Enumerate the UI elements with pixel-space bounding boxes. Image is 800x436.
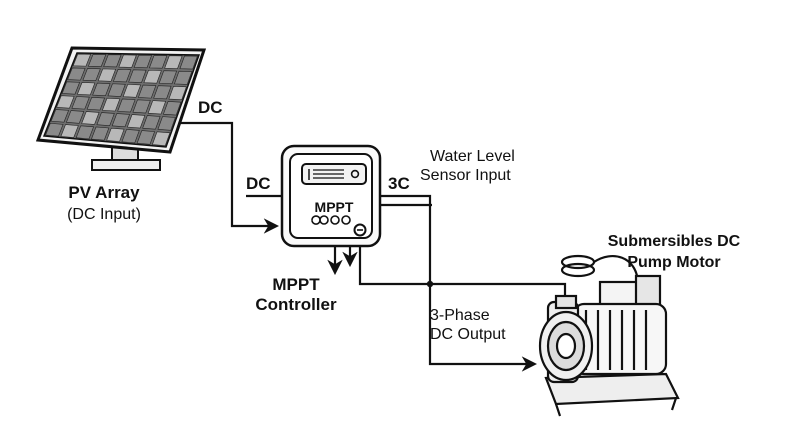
- pv-array-subtitle: (DC Input): [67, 206, 141, 223]
- solar-panel-icon: [35, 46, 207, 171]
- solar-cell: [136, 130, 156, 145]
- solar-cell: [103, 54, 122, 68]
- solar-cell: [147, 100, 167, 115]
- solar-cell: [142, 115, 161, 130]
- solar-cell: [112, 69, 132, 83]
- solar-cell: [75, 125, 95, 140]
- label-3c: 3C: [388, 174, 410, 193]
- solar-cell: [168, 85, 187, 101]
- solar-cell: [151, 131, 171, 146]
- solar-cell: [90, 126, 110, 141]
- solar-cell: [126, 114, 146, 129]
- solar-cell: [173, 70, 193, 85]
- solar-cell: [71, 96, 90, 110]
- solar-cell: [118, 54, 137, 68]
- solar-cell: [157, 116, 176, 131]
- wire-3c: [380, 194, 432, 284]
- indicator-leds: [311, 215, 351, 225]
- solar-cell: [60, 124, 79, 138]
- solar-cell: [86, 97, 106, 111]
- water-level-line1: Water Level: [430, 148, 515, 165]
- solar-cell: [101, 97, 121, 112]
- solar-cell: [128, 69, 147, 83]
- wire-pv-to-controller: [180, 121, 280, 234]
- solar-cell: [65, 110, 85, 124]
- solar-cell: [82, 68, 101, 82]
- solar-cell: [50, 109, 70, 123]
- pump-label-line2: Pump Motor: [627, 254, 720, 271]
- solar-cell: [107, 83, 126, 97]
- solar-cell: [87, 54, 107, 67]
- solar-cell: [67, 67, 86, 81]
- solar-cell: [137, 84, 157, 99]
- solar-cell: [122, 84, 142, 98]
- output-label-line1: 3-Phase: [430, 307, 490, 324]
- wire-socket-to-junction: [358, 232, 430, 286]
- solar-cell: [45, 123, 64, 137]
- junction-dot: [426, 280, 434, 288]
- solar-cell: [132, 99, 151, 114]
- controller-face-label: MPPT: [315, 199, 354, 215]
- solar-cell: [153, 85, 172, 100]
- solar-cell: [111, 113, 131, 128]
- solar-cell: [96, 112, 115, 126]
- solar-cell: [56, 95, 75, 109]
- solar-cell: [179, 55, 198, 70]
- solar-cell: [76, 82, 96, 96]
- solar-cell: [97, 68, 117, 82]
- solar-cell: [164, 55, 183, 69]
- solar-cell: [72, 53, 92, 67]
- solar-cell: [162, 101, 182, 116]
- display-indicator-icon: [350, 169, 360, 179]
- solar-cell: [158, 70, 178, 85]
- solar-cells: [45, 53, 198, 146]
- solar-cell: [143, 69, 162, 84]
- mppt-controller: MPPT: [280, 144, 382, 248]
- controller-caption-line2: Controller: [255, 295, 337, 314]
- solar-cell: [148, 55, 168, 69]
- solar-cell: [117, 98, 136, 113]
- solar-cell: [61, 81, 81, 95]
- label-dc-left: DC: [246, 174, 271, 193]
- output-label-line2: DC Output: [430, 326, 506, 343]
- water-level-line2: Sensor Input: [420, 167, 511, 184]
- controller-caption-line1: MPPT: [272, 275, 320, 294]
- label-dc-top: DC: [198, 98, 223, 117]
- solar-cell: [92, 82, 111, 97]
- pump-label-line1: Submersibles DC: [608, 233, 741, 250]
- pump-motor-icon: [538, 254, 680, 417]
- solar-cell: [81, 111, 100, 125]
- pv-array-title: PV Array: [68, 183, 140, 202]
- wire-to-pump-top: [430, 282, 567, 304]
- solar-cell: [121, 129, 140, 144]
- wiring: [180, 121, 567, 372]
- wire-3phase-output: [428, 284, 538, 372]
- solar-cell: [106, 127, 125, 142]
- solar-cell: [133, 54, 153, 69]
